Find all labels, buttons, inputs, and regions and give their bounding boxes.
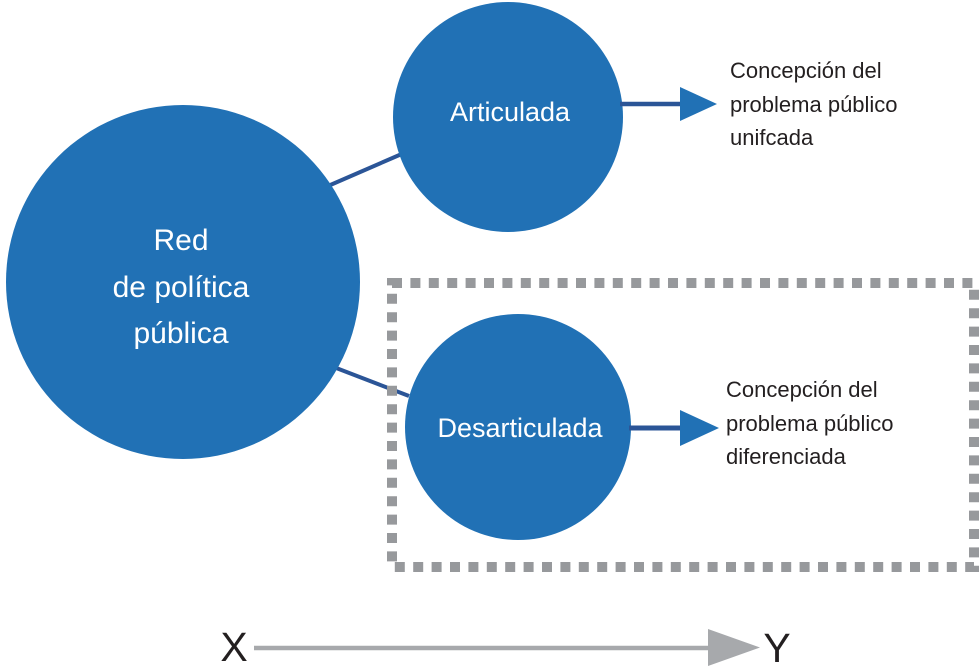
articulada-node-label: Articulada [450,97,571,127]
connector-line-articulada [327,151,405,188]
desarticulada-arrow-head-icon [680,410,719,446]
articulada-outcome-line2: problema público [730,92,898,117]
axis-arrow-head-icon [708,629,760,666]
desarticulada-node-label: Desarticulada [437,413,603,443]
policy-network-node [6,105,360,459]
articulada-outcome-line1: Concepción del [730,58,882,83]
policy-network-label-line2: de política [113,271,250,304]
articulada-outcome-text: Concepción del problema público unifcada [730,58,898,150]
policy-network-label-line1: Red [153,224,208,257]
connector-line-desarticulada [330,364,410,398]
articulada-node [393,2,623,232]
desarticulada-outcome-text: Concepción del problema público diferenc… [726,377,894,469]
desarticulada-node [405,314,631,540]
desarticulada-outcome-line1: Concepción del [726,377,878,402]
desarticulada-outcome-line2: problema público [726,411,894,436]
articulada-arrow-head-icon [680,87,717,121]
articulada-outcome-line3: unifcada [730,125,814,150]
desarticulada-dashed-frame [387,278,979,572]
axis-x-label: X [220,624,247,667]
policy-network-label-line3: pública [133,317,228,350]
axis-y-label: Y [763,625,790,667]
desarticulada-outcome-line3: diferenciada [726,444,847,469]
